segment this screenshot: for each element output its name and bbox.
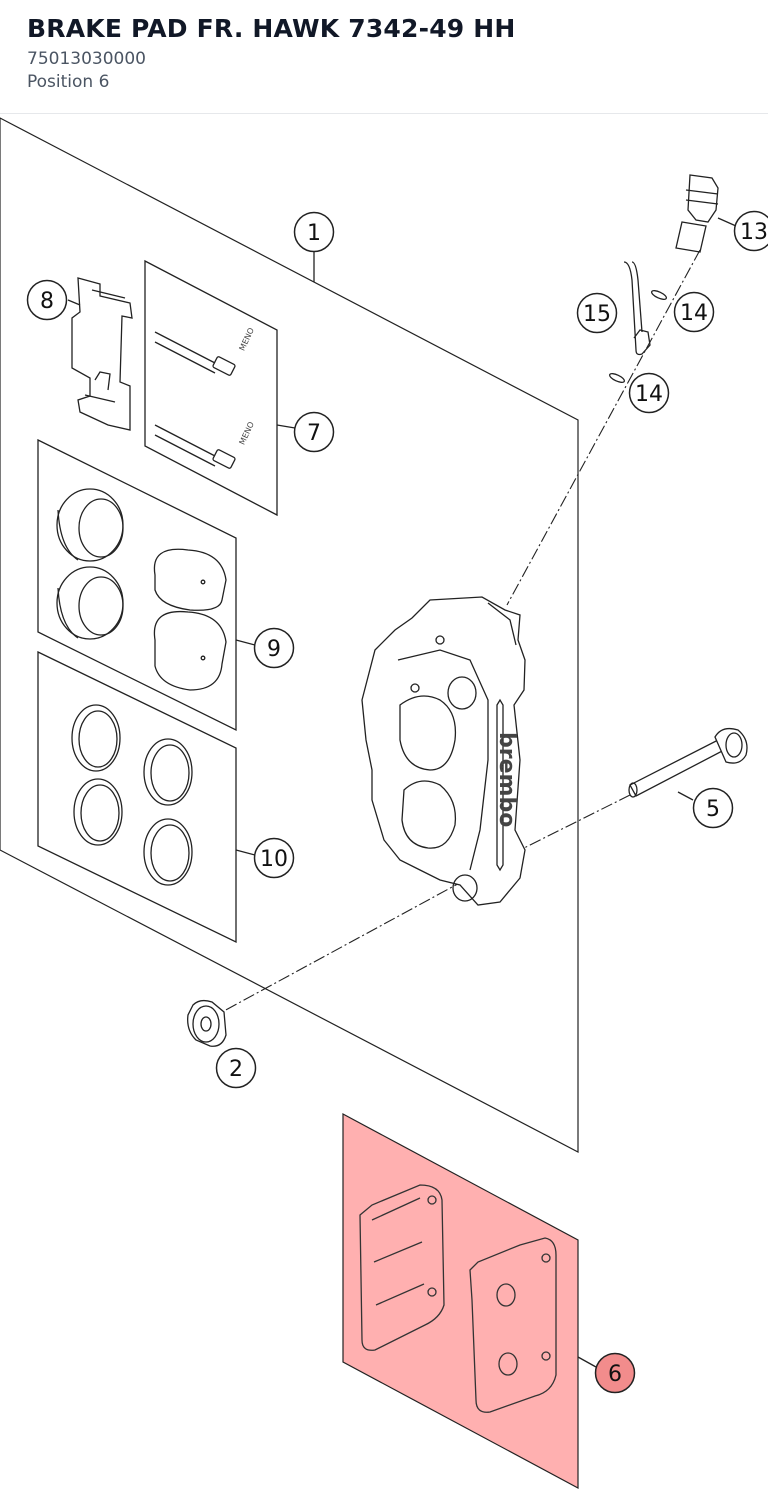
piston-seal [73, 778, 123, 846]
callout-13[interactable]: 13 [733, 210, 768, 252]
pad-spring-clip [71, 277, 133, 431]
assembly-panel [0, 117, 579, 1153]
caliper-bolt [628, 727, 748, 798]
washer [650, 290, 668, 300]
callout-2-label: 2 [229, 1057, 243, 1082]
bleed-hose [623, 261, 651, 356]
caliper-logo: brembo [494, 732, 519, 827]
piston [153, 548, 227, 611]
piston [56, 488, 124, 562]
banjo-bolt [675, 174, 719, 253]
guide-pin: MENO [154, 326, 256, 376]
callout-2[interactable]: 2 [215, 1047, 257, 1089]
brake-pads-highlight [342, 1112, 579, 1490]
callout-8[interactable]: 8 [26, 279, 68, 321]
piston [153, 610, 227, 691]
piston-seal [71, 704, 121, 772]
part-title: BRAKE PAD FR. HAWK 7342-49 HH [27, 14, 516, 43]
piston-seal [143, 738, 193, 806]
brake-caliper: brembo [361, 596, 526, 906]
callout-7-label: 7 [307, 421, 321, 446]
callout-1[interactable]: 1 [293, 211, 335, 253]
guide-pin: MENO [154, 420, 256, 469]
part-position: Position 6 [27, 72, 110, 92]
pin-marking: MENO [238, 326, 256, 352]
part-number: 75013030000 [27, 49, 146, 69]
header: BRAKE PAD FR. HAWK 7342-49 HH 7501303000… [0, 0, 768, 114]
callout-5[interactable]: 5 [692, 787, 734, 829]
callout-15-label: 15 [583, 302, 611, 327]
callout-13-label: 13 [740, 220, 768, 245]
callout-9-label: 9 [267, 637, 281, 662]
callout-5-label: 5 [706, 797, 720, 822]
pistons-panel [37, 438, 237, 732]
piston-seal [143, 818, 193, 886]
callout-14-second-label: 14 [635, 382, 663, 407]
callout-14-second[interactable]: 14 [628, 372, 670, 414]
callout-14[interactable]: 14 [673, 291, 715, 333]
callout-14-label: 14 [680, 301, 708, 326]
callout-10-label: 10 [260, 847, 288, 872]
callout-7[interactable]: 7 [293, 411, 335, 453]
callout-1-label: 1 [307, 221, 321, 246]
callout-6[interactable]: 6 [594, 1352, 636, 1394]
callout-9[interactable]: 9 [253, 627, 295, 669]
pins-panel [144, 259, 278, 517]
spacer [187, 999, 227, 1047]
washer [608, 373, 626, 383]
callout-10[interactable]: 10 [253, 837, 295, 879]
seals-panel [37, 650, 237, 944]
pin-marking-2: MENO [238, 420, 256, 446]
callout-6-label: 6 [608, 1362, 622, 1387]
callout-8-label: 8 [40, 289, 54, 314]
piston [56, 566, 124, 640]
callout-15[interactable]: 15 [576, 292, 618, 334]
brake-pad [359, 1184, 445, 1351]
brake-pad [469, 1237, 557, 1413]
